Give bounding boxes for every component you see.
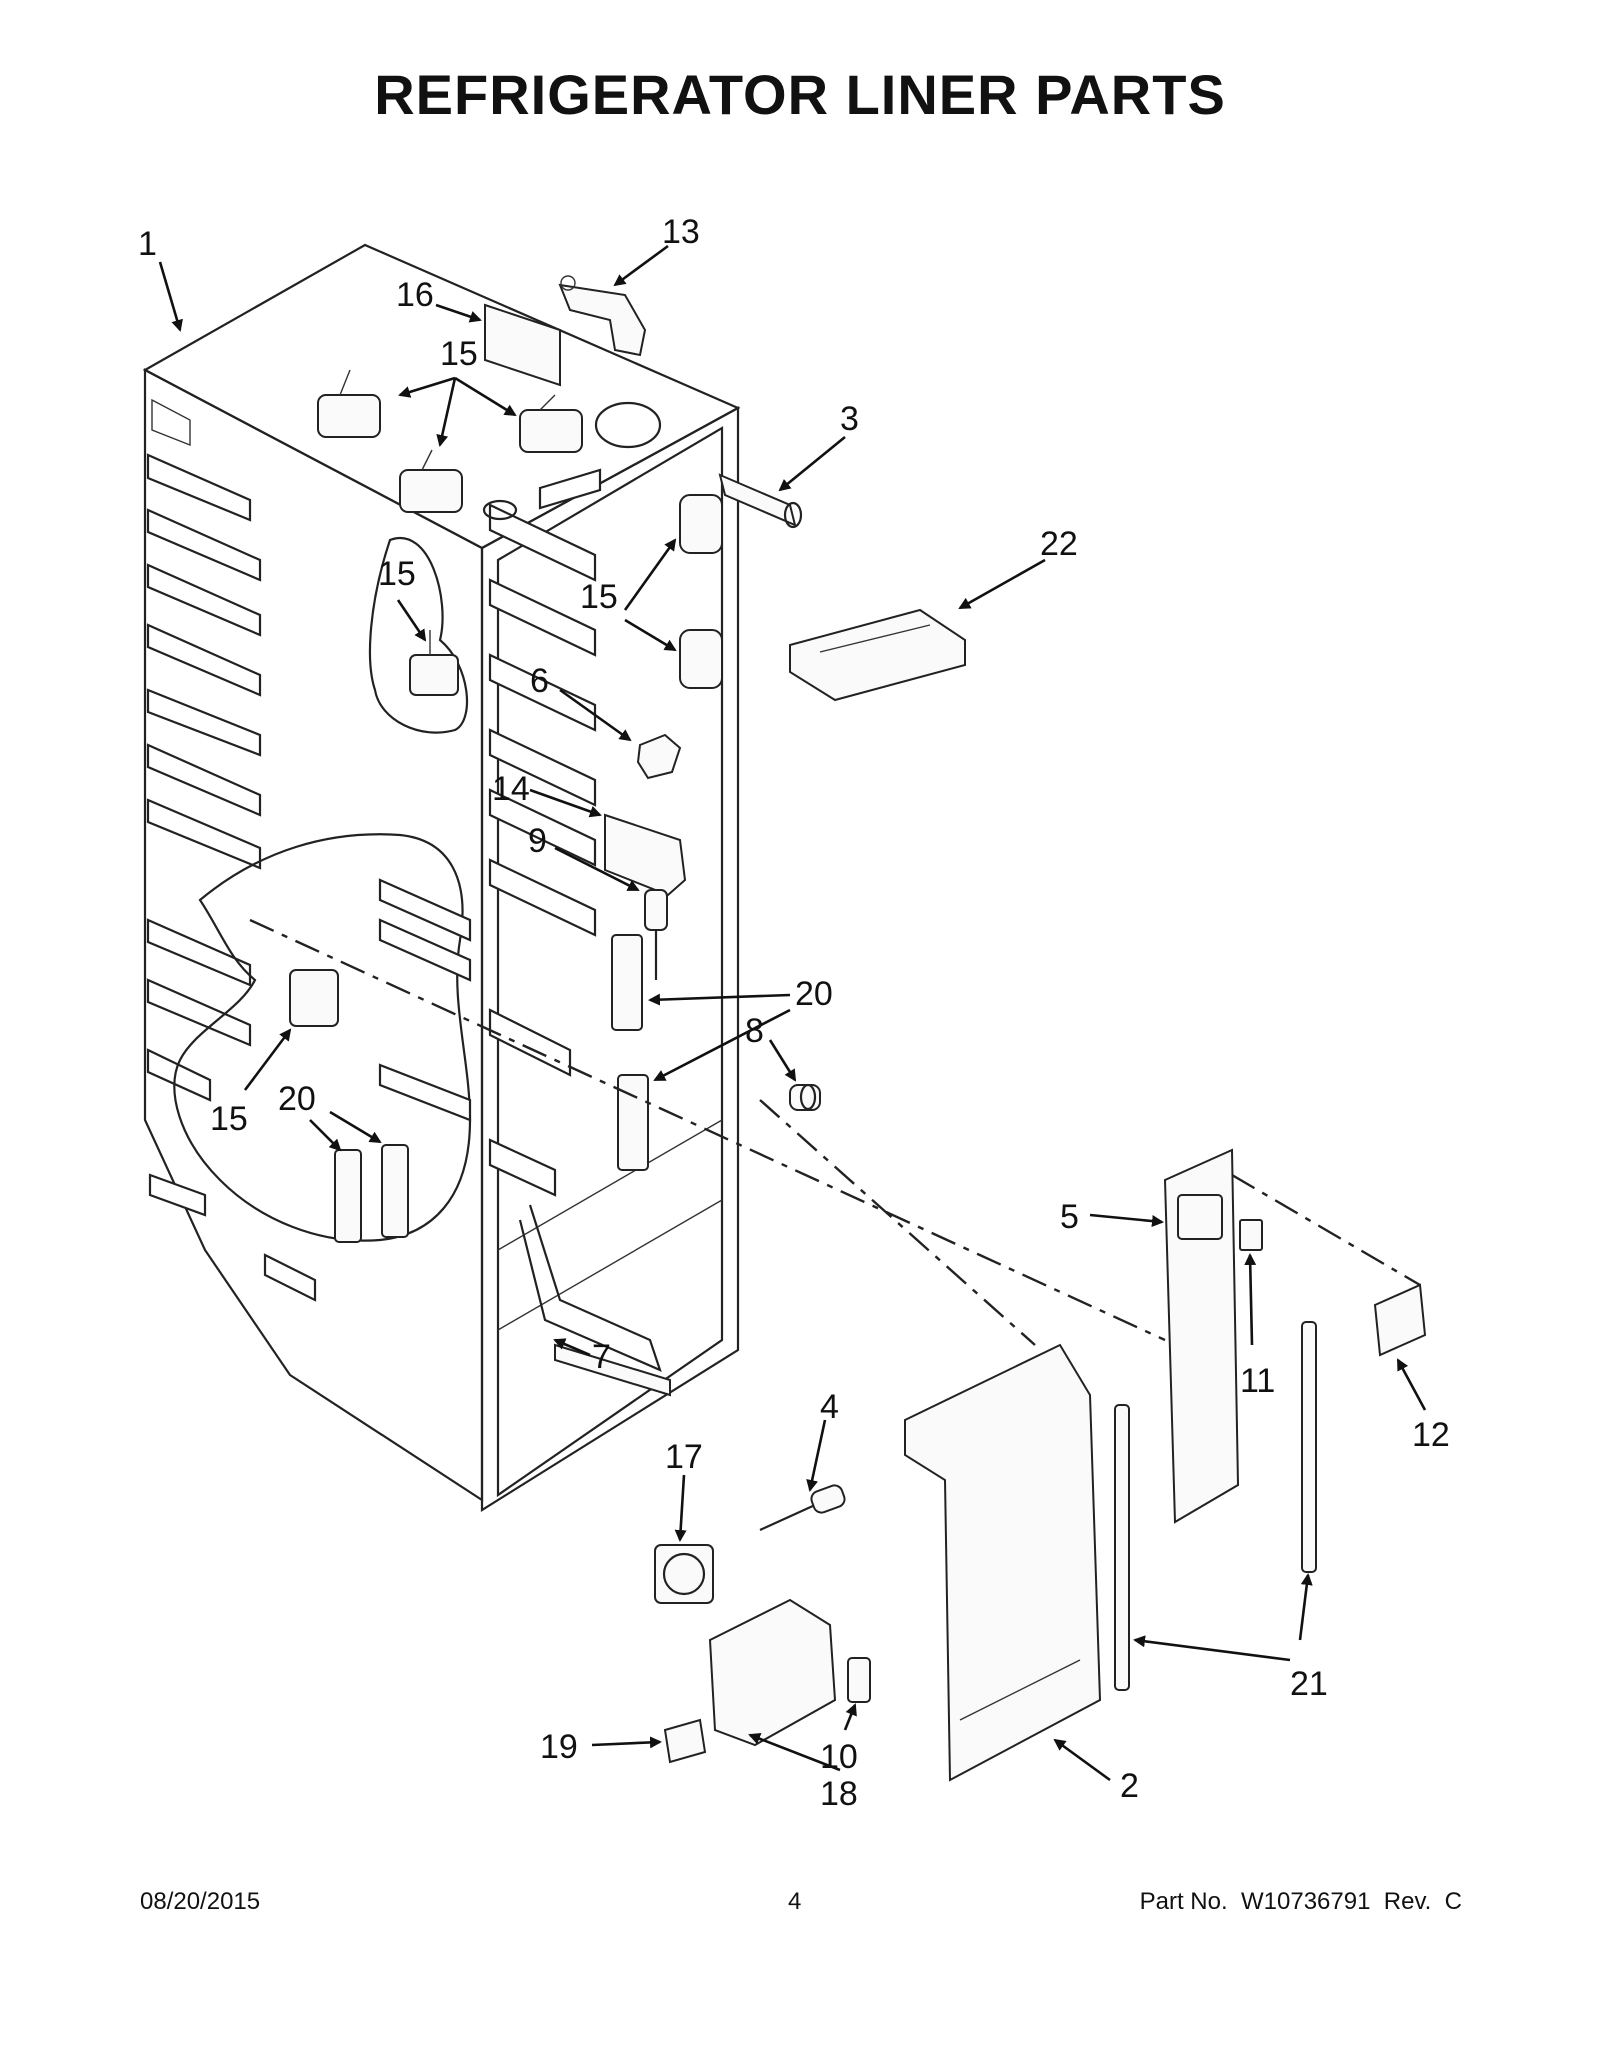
part-8-cap xyxy=(789,1083,821,1111)
part-20-support-left-a xyxy=(334,1149,362,1243)
callout-17: 17 xyxy=(665,1438,703,1476)
part-22-control xyxy=(789,608,966,702)
callout-8: 8 xyxy=(745,1012,764,1050)
part-14-housing xyxy=(604,813,687,897)
callout-11: 11 xyxy=(1240,1362,1275,1400)
callout-20: 20 xyxy=(278,1080,316,1118)
callout-1: 1 xyxy=(138,225,157,263)
part-17-fan xyxy=(654,1544,714,1604)
callout-12: 12 xyxy=(1412,1416,1450,1454)
callout-20: 20 xyxy=(795,975,833,1013)
callout-16: 16 xyxy=(396,276,434,314)
callout-labels: 1 13 16 15 3 22 15 15 6 14 9 20 15 20 8 … xyxy=(138,213,1450,1813)
part-13-bracket xyxy=(558,275,647,357)
part-20-support-right-b xyxy=(617,1074,649,1171)
part-21-strip-a xyxy=(1114,1404,1130,1691)
callout-15: 15 xyxy=(210,1100,248,1138)
part-19-block xyxy=(663,1718,707,1764)
part-11-filter xyxy=(1239,1219,1263,1251)
callout-7: 7 xyxy=(592,1338,611,1376)
part-15-socket-cutaway xyxy=(409,630,459,696)
part-16-label xyxy=(484,303,561,387)
callout-21: 21 xyxy=(1290,1665,1328,1703)
callout-10: 10 xyxy=(820,1738,858,1776)
part-5-panel xyxy=(1163,1148,1240,1524)
part-10-clip xyxy=(847,1657,871,1703)
dash-line-c xyxy=(1231,1173,1421,1287)
leader-arrows xyxy=(158,244,1427,1782)
callout-5: 5 xyxy=(1060,1198,1079,1236)
part-2-cover xyxy=(904,1343,1102,1782)
callout-19: 19 xyxy=(540,1728,578,1766)
refrigerator-liner xyxy=(142,243,741,1512)
callout-6: 6 xyxy=(530,662,549,700)
part-20-support-left-b xyxy=(381,1144,409,1238)
liner-side-ribs xyxy=(146,453,317,1302)
part-12-grille xyxy=(1373,1283,1427,1357)
dash-line-b xyxy=(759,1099,1036,1346)
part-18-duct xyxy=(708,1598,837,1747)
callout-13: 13 xyxy=(662,213,700,251)
callout-22: 22 xyxy=(1040,525,1078,563)
part-15-socket-wall-a xyxy=(679,494,723,554)
part-21-strip-b xyxy=(1301,1321,1317,1573)
footer-page-number: 4 xyxy=(788,1888,802,1915)
part-15-socket-top-c xyxy=(519,394,583,453)
part-7-heater xyxy=(518,1204,671,1397)
callout-18: 18 xyxy=(820,1775,858,1813)
part-15-socket-lower xyxy=(289,969,339,1027)
footer-part-number: Part No. W10736791 Rev. C xyxy=(1139,1888,1462,1915)
callout-3: 3 xyxy=(840,400,859,438)
page-title: REFRIGERATOR LINER PARTS xyxy=(374,63,1226,126)
callout-14: 14 xyxy=(492,770,530,808)
callout-2: 2 xyxy=(1120,1767,1139,1805)
part-20-support-right-a xyxy=(611,934,643,1031)
callout-15: 15 xyxy=(580,578,618,616)
part-9-sensor xyxy=(644,889,668,980)
part-3-cylinder xyxy=(718,473,803,529)
callout-4: 4 xyxy=(820,1388,839,1426)
part-15-socket-top-b xyxy=(399,449,463,513)
part-15-socket-wall-b xyxy=(679,629,723,689)
callout-15: 15 xyxy=(440,335,478,373)
callout-9: 9 xyxy=(528,822,547,860)
liner-interior-rails xyxy=(488,503,597,1197)
part-4-probe xyxy=(759,1484,846,1532)
footer-date: 08/20/2015 xyxy=(140,1888,261,1915)
part-15-socket-top-a xyxy=(317,369,381,438)
dash-line-a xyxy=(249,918,1166,1342)
part-6-clip xyxy=(636,733,682,780)
callout-15: 15 xyxy=(378,555,416,593)
